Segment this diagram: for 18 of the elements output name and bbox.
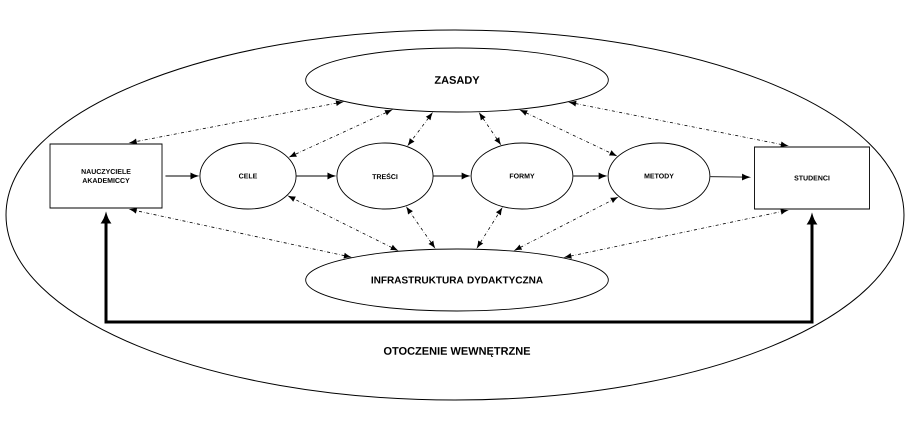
arrow [710, 174, 750, 180]
arrow [514, 197, 618, 250]
arrow [165, 172, 198, 180]
arrow [564, 208, 788, 259]
arrow [408, 112, 432, 146]
arrow [288, 196, 398, 251]
arrow [296, 172, 336, 180]
arrow [569, 100, 788, 148]
arrow [572, 172, 606, 180]
arrow [102, 214, 816, 324]
arrow [433, 172, 470, 180]
arrow [520, 110, 616, 156]
arrow [290, 110, 392, 158]
arrow [130, 100, 343, 144]
arrow [130, 208, 351, 258]
arrow [406, 207, 435, 248]
arrow [476, 208, 502, 248]
arrow [479, 113, 501, 144]
